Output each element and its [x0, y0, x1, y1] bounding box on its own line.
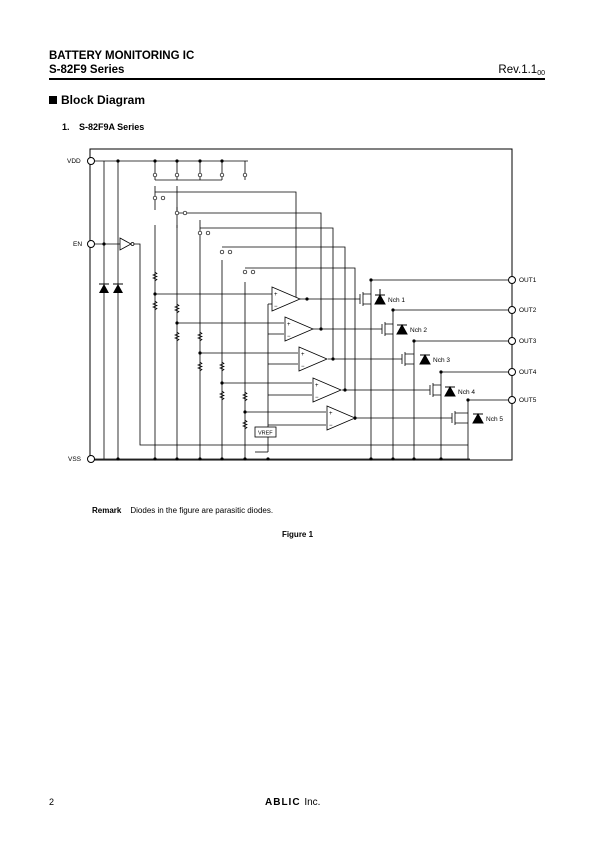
revision-label: Rev.1.100	[498, 63, 545, 81]
svg-text:−: −	[329, 423, 333, 429]
pin-en	[87, 240, 95, 248]
nch5-label: Nch 5	[486, 416, 503, 423]
pin-label-out5: OUT5	[519, 397, 537, 404]
nch2-label: Nch 2	[410, 327, 427, 334]
remark-label: Remark	[92, 506, 122, 515]
svg-text:+: +	[274, 292, 278, 298]
logo-suffix: Inc.	[304, 797, 321, 808]
remark-text: Diodes in the figure are parasitic diode…	[130, 506, 274, 515]
svg-text:−: −	[301, 364, 305, 370]
nch3-label: Nch 3	[433, 357, 450, 364]
nch1-label: Nch 1	[388, 297, 405, 304]
pin-out1	[508, 276, 516, 284]
svg-text:+: +	[329, 411, 333, 417]
nch-transistors	[359, 292, 468, 425]
wiring	[94, 160, 508, 460]
remark: Remark Diodes in the figure are parasitic…	[92, 506, 273, 515]
subsection-number: 1.	[62, 122, 70, 132]
pin-out5	[508, 396, 516, 404]
junction-dots	[102, 159, 470, 461]
vref-label: VREF	[258, 431, 273, 437]
revision-number: Rev.1.1	[498, 64, 538, 76]
vref-block: VREF	[254, 426, 277, 438]
switch-icons	[152, 172, 256, 275]
pin-label-out1: OUT1	[519, 277, 537, 284]
ic-outline	[89, 148, 513, 461]
comparator-signs: + − + − + − + − + −	[274, 292, 333, 429]
section-title: Block Diagram	[61, 93, 146, 107]
output-diodes	[374, 289, 484, 424]
logo-text: ABLIC	[265, 797, 301, 808]
svg-text:−: −	[315, 395, 319, 401]
pin-label-vdd: VDD	[67, 158, 81, 165]
company-logo: ABLIC Inc.	[265, 797, 320, 808]
resistor-icons	[152, 271, 248, 430]
svg-text:−: −	[274, 304, 278, 310]
subsection-title: S-82F9A Series	[79, 122, 145, 132]
document-series: S-82F9 Series	[49, 64, 125, 76]
input-diodes	[99, 283, 123, 293]
svg-text:+: +	[287, 322, 291, 328]
pin-vss	[87, 455, 95, 463]
pin-labels: VDD EN VSS OUT1 OUT2 OUT3 OUT4 OUT5	[67, 158, 537, 463]
pin-out3	[508, 337, 516, 345]
section-heading: Block Diagram	[49, 93, 145, 107]
transistor-labels: Nch 1 Nch 2 Nch 3 Nch 4 Nch 5	[388, 297, 503, 423]
pin-terminals	[87, 157, 516, 463]
svg-text:−: −	[287, 334, 291, 340]
document-title: BATTERY MONITORING IC	[49, 50, 195, 62]
subsection-heading: 1. S-82F9A Series	[62, 122, 144, 132]
comparator-icons	[271, 286, 357, 431]
pin-label-vss: VSS	[68, 456, 82, 463]
pin-label-en: EN	[73, 241, 82, 248]
svg-text:+: +	[301, 352, 305, 358]
pin-label-out4: OUT4	[519, 369, 537, 376]
svg-text:+: +	[315, 383, 319, 389]
pin-out2	[508, 306, 516, 314]
pin-out4	[508, 368, 516, 376]
en-buffer-icon	[119, 237, 135, 251]
header-rule	[49, 78, 545, 80]
pin-vdd	[87, 157, 95, 165]
bullet-square-icon	[49, 96, 57, 104]
figure-caption: Figure 1	[281, 530, 314, 539]
pin-label-out3: OUT3	[519, 338, 537, 345]
nch4-label: Nch 4	[458, 389, 475, 396]
pin-label-out2: OUT2	[519, 307, 537, 314]
block-diagram: VDD EN VSS OUT1 OUT2 OUT3 OUT4 OUT5	[67, 148, 537, 463]
revision-sub: 00	[537, 70, 545, 77]
page-number: 2	[49, 797, 55, 807]
